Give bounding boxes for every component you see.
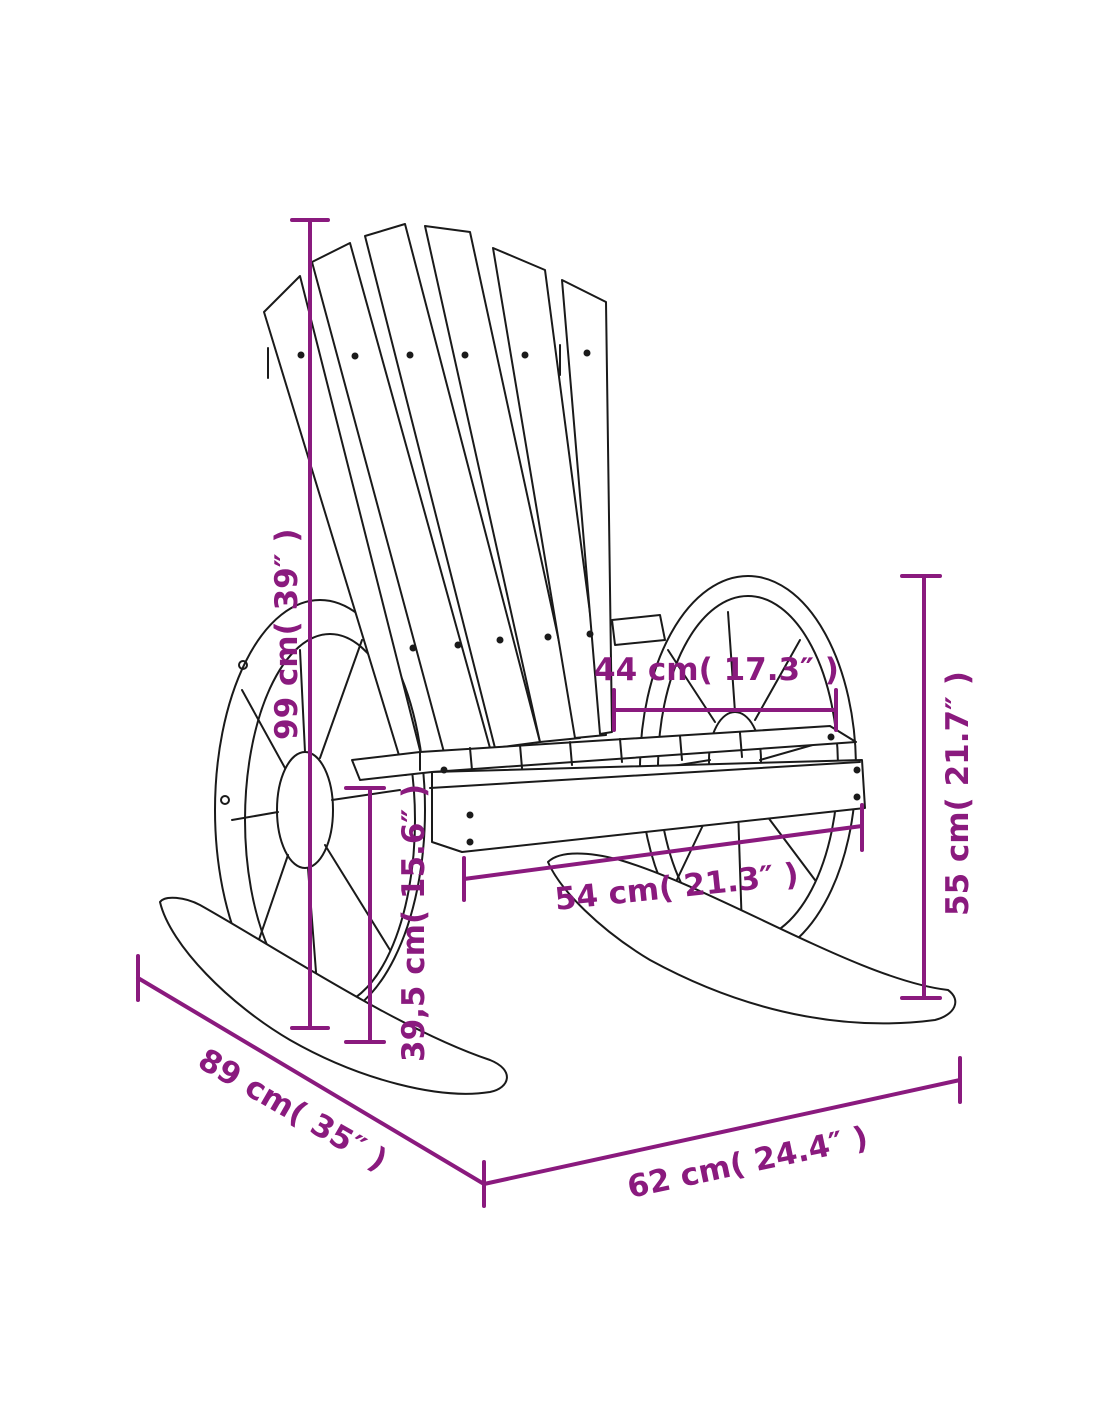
- right-rocker: [547, 852, 957, 1025]
- dimension-lines: [136, 218, 962, 1208]
- total-width-label: 62 cm( 24.4″ ): [624, 1120, 871, 1206]
- total-height-label: 99 cm( 39″ ): [269, 528, 305, 740]
- seat-depth-label: 44 cm( 17.3″ ): [594, 652, 839, 688]
- seat: [351, 725, 866, 853]
- rocking-chair-drawing: [159, 223, 957, 1095]
- left-rocker: [159, 896, 508, 1095]
- armrest-support: [611, 614, 666, 646]
- front-wagon-wheel: [214, 599, 426, 1021]
- armrest-height-label: 55 cm( 21.7″ ): [940, 671, 976, 916]
- seat-height-label: 39,5 cm( 15.6″ ): [396, 784, 432, 1062]
